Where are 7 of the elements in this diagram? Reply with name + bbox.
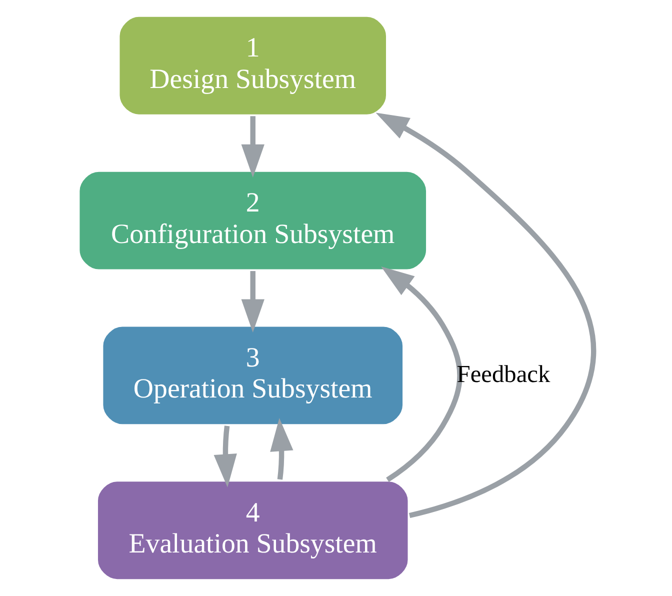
arrow	[381, 266, 462, 482]
edge-label: Feedback	[456, 360, 550, 388]
arrow	[241, 116, 264, 178]
arrow	[214, 426, 237, 488]
arrow	[270, 418, 294, 480]
arrow	[376, 112, 596, 518]
arrow	[241, 271, 264, 332]
